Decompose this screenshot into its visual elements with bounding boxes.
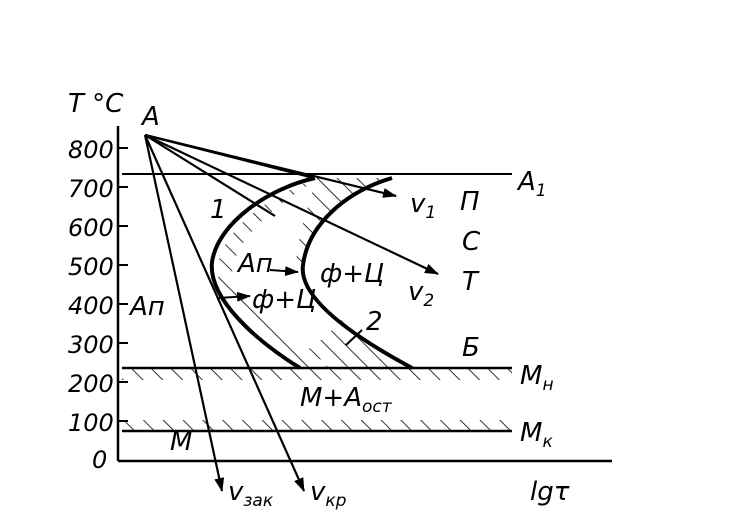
c-curve-end [300, 176, 413, 370]
lower-region-hatch [300, 315, 410, 368]
vzak-label: vзак [228, 477, 274, 511]
y-tick-0: 0 [92, 446, 107, 474]
y-tick-500: 500 [68, 253, 114, 281]
region-ap-left: Aп [128, 292, 165, 322]
curve1-label: 1 [210, 195, 227, 225]
c-curve-start [209, 176, 316, 370]
ray-mid [144, 134, 276, 217]
ray-vzak [143, 134, 225, 492]
structure-bainite: Б [462, 333, 480, 363]
mn-hatch-band [122, 369, 512, 380]
mk-label: Mк [520, 418, 553, 452]
mk-hatch-band [122, 420, 512, 430]
curve2-label: 2 [366, 307, 383, 337]
upper-nose-hatch [296, 178, 392, 262]
mn-label: Mн [520, 361, 554, 395]
region-martensite: M [170, 427, 192, 457]
x-axis-title: lgτ [530, 477, 570, 507]
region-mart-aust: M+Aост [300, 383, 393, 417]
vkr-label: vкр [310, 477, 347, 511]
curve2-tick [345, 329, 363, 346]
structure-sorbite: С [462, 227, 481, 257]
y-axis-title: T °C [68, 89, 124, 119]
ap-pointer-arrow [269, 266, 299, 277]
region-ap-inner: Aп [236, 249, 273, 279]
structure-troostite: Т [462, 267, 480, 297]
y-tick-marks [118, 147, 128, 422]
region-fc-lower: ф+Ц [252, 285, 316, 315]
ray-v2 [144, 134, 439, 275]
v1-label: v1 [410, 189, 436, 223]
y-tick-800: 800 [68, 136, 114, 164]
ray-top [144, 133, 315, 180]
structure-pearlite: П [460, 187, 480, 217]
y-tick-300: 300 [68, 331, 114, 359]
ray-vkr [143, 134, 306, 492]
start-curve-hatch [217, 178, 330, 368]
region-fc-upper: ф+Ц [320, 259, 384, 289]
y-tick-200: 200 [68, 370, 114, 398]
y-tick-100: 100 [68, 409, 114, 437]
y-tick-600: 600 [68, 214, 114, 242]
fc-lower-arrow [217, 291, 251, 302]
a1-label: A1 [516, 167, 547, 201]
v2-label: v2 [408, 277, 434, 311]
y-tick-700: 700 [68, 175, 114, 203]
y-tick-400: 400 [68, 292, 114, 320]
point-a: A [140, 102, 160, 132]
